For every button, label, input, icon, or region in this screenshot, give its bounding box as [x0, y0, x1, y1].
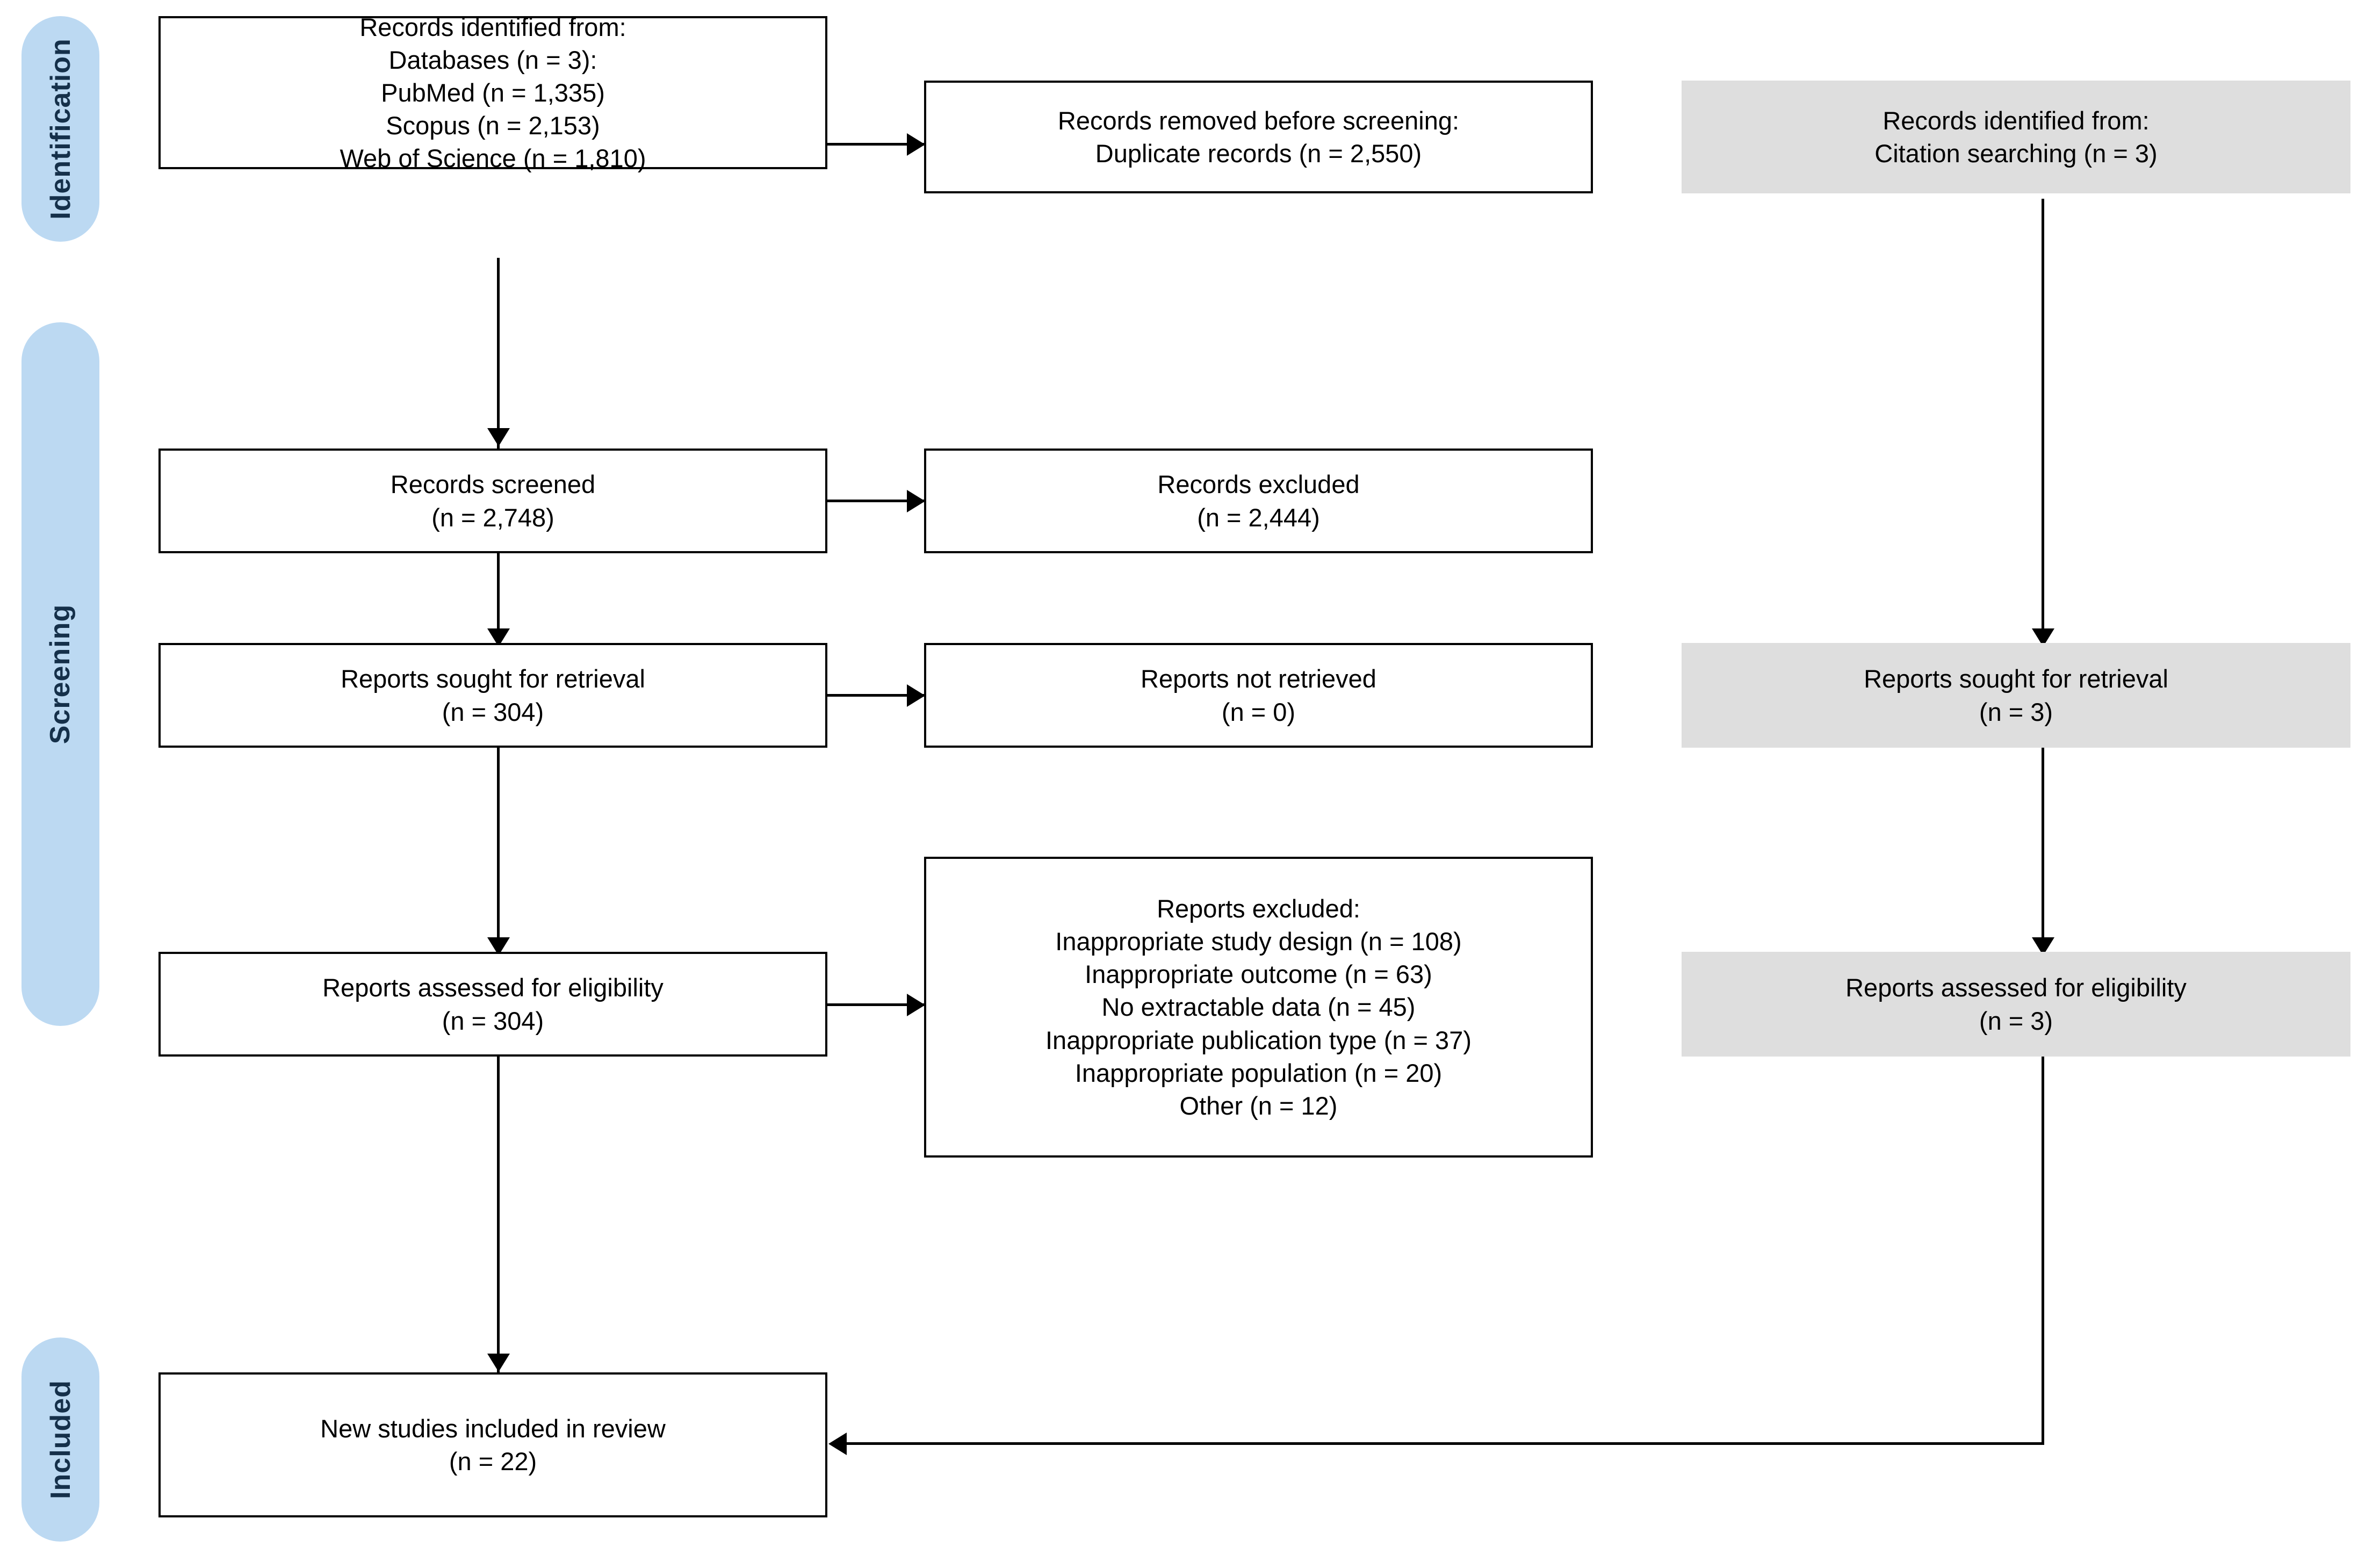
arrowhead-assessed-to-included	[487, 1354, 510, 1372]
box-records-removed-line-2: Duplicate records (n = 2,550)	[1095, 139, 1422, 168]
arrowhead-identified-to-removed	[907, 133, 925, 156]
arrowhead-screened-to-excluded	[907, 490, 925, 512]
box-records-screened-line-2: (n = 2,748)	[431, 503, 554, 532]
box-citation-sought-line-1: Reports sought for retrieval	[1864, 664, 2168, 693]
box-records-screened: Records screened (n = 2,748)	[158, 449, 827, 553]
box-reports-excluded-line-1: Reports excluded:	[1157, 894, 1360, 923]
connector-citation-sought-to-assessed	[2042, 747, 2044, 956]
box-records-removed: Records removed before screening: Duplic…	[924, 81, 1593, 193]
box-reports-excluded-line-6: Inappropriate population (n = 20)	[1074, 1058, 1443, 1087]
stage-pill-identification-label: Identification	[45, 38, 76, 220]
box-new-studies-included-line-1: New studies included in review	[320, 1414, 666, 1443]
connector-sought-to-assessed	[497, 747, 500, 956]
box-reports-not-retrieved-line-1: Reports not retrieved	[1141, 664, 1376, 693]
box-records-screened-line-1: Records screened	[390, 470, 596, 499]
box-citation-sought-line-2: (n = 3)	[1979, 697, 2053, 726]
box-reports-excluded-line-7: Other (n = 12)	[1179, 1091, 1338, 1120]
box-citation-sought: Reports sought for retrieval (n = 3)	[1682, 643, 2350, 748]
box-records-identified: Records identified from: Databases (n = …	[158, 13, 827, 172]
box-reports-assessed: Reports assessed for eligibility (n = 30…	[158, 952, 827, 1057]
arrowhead-sought-to-not-retrieved	[907, 684, 925, 707]
box-citation-identified: Records identified from: Citation search…	[1682, 81, 2350, 193]
box-reports-assessed-line-2: (n = 304)	[442, 1006, 544, 1035]
stage-pill-screening-label: Screening	[45, 604, 76, 744]
stage-pill-identification: Identification	[21, 16, 99, 242]
box-reports-excluded-line-5: Inappropriate publication type (n = 37)	[1045, 1025, 1472, 1054]
arrowhead-assessed-to-excluded	[907, 994, 925, 1016]
connector-assessed-to-included	[497, 1055, 500, 1372]
box-citation-assessed-line-2: (n = 3)	[1979, 1006, 2053, 1035]
connector-screened-to-sought	[497, 553, 500, 647]
connector-citation-assessed-down	[2042, 1055, 2044, 1445]
box-reports-excluded: Reports excluded: Inappropriate study de…	[924, 857, 1593, 1158]
box-reports-assessed-line-1: Reports assessed for eligibility	[322, 973, 663, 1002]
connector-citation-identified-to-sought	[2042, 199, 2044, 650]
box-reports-excluded-line-3: Inappropriate outcome (n = 63)	[1085, 960, 1432, 989]
connector-identified-to-screened	[497, 258, 500, 449]
box-citation-assessed-line-1: Reports assessed for eligibility	[1845, 973, 2187, 1002]
box-records-identified-line-3: PubMed (n = 1,335)	[381, 78, 605, 107]
box-reports-sought: Reports sought for retrieval (n = 304)	[158, 643, 827, 748]
stage-pill-screening: Screening	[21, 322, 99, 1026]
box-citation-identified-line-2: Citation searching (n = 3)	[1874, 139, 2158, 168]
box-reports-excluded-line-4: No extractable data (n = 45)	[1101, 993, 1416, 1022]
box-records-excluded-line-2: (n = 2,444)	[1197, 503, 1320, 532]
box-records-identified-line-4: Scopus (n = 2,153)	[386, 111, 600, 140]
box-records-identified-line-5: Web of Science (n = 1,810)	[340, 144, 646, 173]
box-records-excluded-line-1: Records excluded	[1157, 470, 1360, 499]
box-new-studies-included: New studies included in review (n = 22)	[158, 1372, 827, 1517]
box-citation-identified-line-1: Records identified from:	[1883, 106, 2150, 135]
box-records-excluded: Records excluded (n = 2,444)	[924, 449, 1593, 553]
arrowhead-identified-to-screened	[487, 428, 510, 446]
box-reports-not-retrieved-line-2: (n = 0)	[1221, 697, 1296, 726]
box-reports-excluded-line-2: Inappropriate study design (n = 108)	[1055, 927, 1462, 956]
stage-pill-included: Included	[21, 1337, 99, 1542]
arrowhead-citation-to-included	[828, 1433, 847, 1455]
box-records-identified-line-2: Databases (n = 3):	[388, 45, 597, 74]
box-reports-sought-line-2: (n = 304)	[442, 697, 544, 726]
box-new-studies-included-line-2: (n = 22)	[449, 1447, 537, 1476]
box-records-removed-line-1: Records removed before screening:	[1057, 106, 1460, 135]
stage-pill-included-label: Included	[45, 1380, 76, 1499]
box-reports-sought-line-1: Reports sought for retrieval	[341, 664, 645, 693]
box-reports-not-retrieved: Reports not retrieved (n = 0)	[924, 643, 1593, 748]
box-records-identified-line-1: Records identified from:	[359, 12, 626, 41]
connector-citation-to-included	[838, 1442, 2044, 1445]
box-citation-assessed: Reports assessed for eligibility (n = 3)	[1682, 952, 2350, 1057]
